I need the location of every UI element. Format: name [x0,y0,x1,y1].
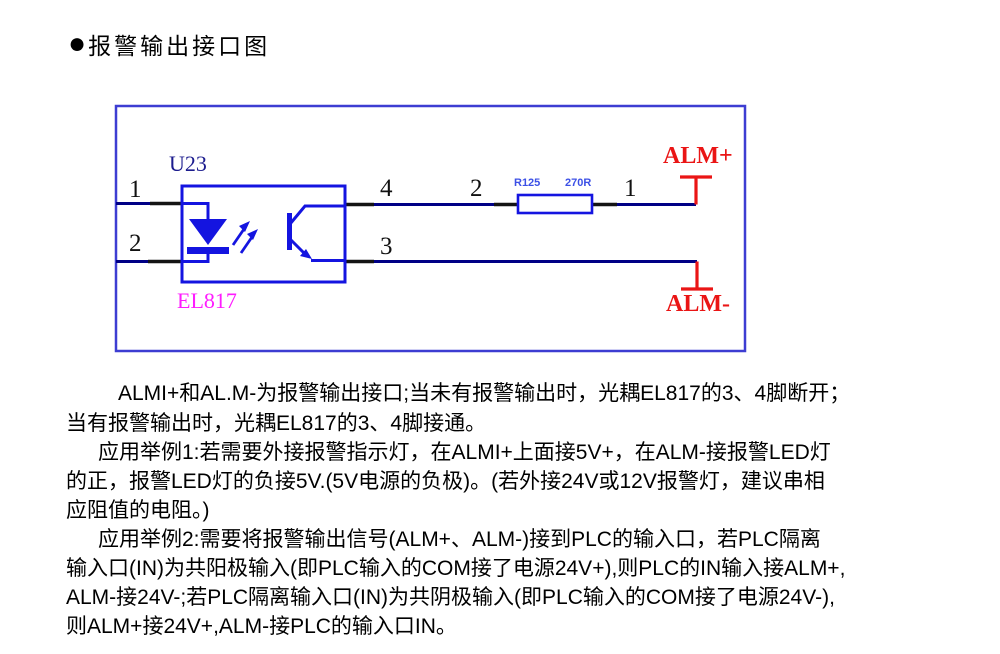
body-line: 则ALM+接24V+,ALM-接PLC的输入口IN。 [66,615,457,638]
alm-plus-terminal-icon [680,175,712,205]
body-line: 输入口(IN)为共阳极输入(即PLC输入的COM接了电源24V+),则PLC的I… [66,557,846,580]
optocoupler-designator: U23 [169,151,207,176]
body-line: 应用举例2:需要将报警输出信号(ALM+、ALM-)接到PLC的输入口，若PLC… [98,528,821,551]
alm-minus-label: ALM- [666,291,730,317]
page-title-text: 报警输出接口图 [88,33,271,59]
bullet-icon: ● [68,27,87,60]
resistor-designator: R125 [514,177,541,189]
resistor-out-net-label: 1 [624,175,637,202]
resistor-body [516,193,594,215]
body-line: 应用举例1:若需要外接报警指示灯，在ALMI+上面接5V+，在ALM-接报警LE… [98,441,831,464]
body-line: ALM-接24V-;若PLC隔离输入口(IN)为共阴极输入(即PLC输入的COM… [66,586,835,609]
light-arrows-icon [231,221,258,254]
pin-3-label: 3 [380,233,393,260]
alm-minus-terminal-icon [681,261,713,291]
body-line: 的正，报警LED灯的负接5V.(5V电源的负极)。(若外接24V或12V报警灯，… [66,470,825,493]
led-symbol [182,202,229,263]
phototransistor-symbol [287,204,345,262]
resistor-in-net-label: 2 [470,175,483,202]
pin-4-label: 4 [380,175,393,202]
optocoupler-body [180,184,347,284]
body-line: 当有报警输出时，光耦EL817的3、4脚接通。 [66,412,487,435]
pin-2-label: 2 [129,230,142,257]
alm-plus-label: ALM+ [663,143,733,169]
pin-1-label: 1 [129,176,142,203]
page-title: ● 报警输出接口图 [68,27,270,61]
resistor-value: 270R [565,177,592,189]
wire-pads [148,201,617,264]
optocoupler-part-number: EL817 [177,288,237,313]
body-line: ALMI+和AL.M-为报警输出接口;当未有报警输出时，光耦EL817的3、4脚… [118,382,851,405]
schematic-frame [114,104,747,353]
body-line: 应阻值的电阻。) [66,499,210,522]
